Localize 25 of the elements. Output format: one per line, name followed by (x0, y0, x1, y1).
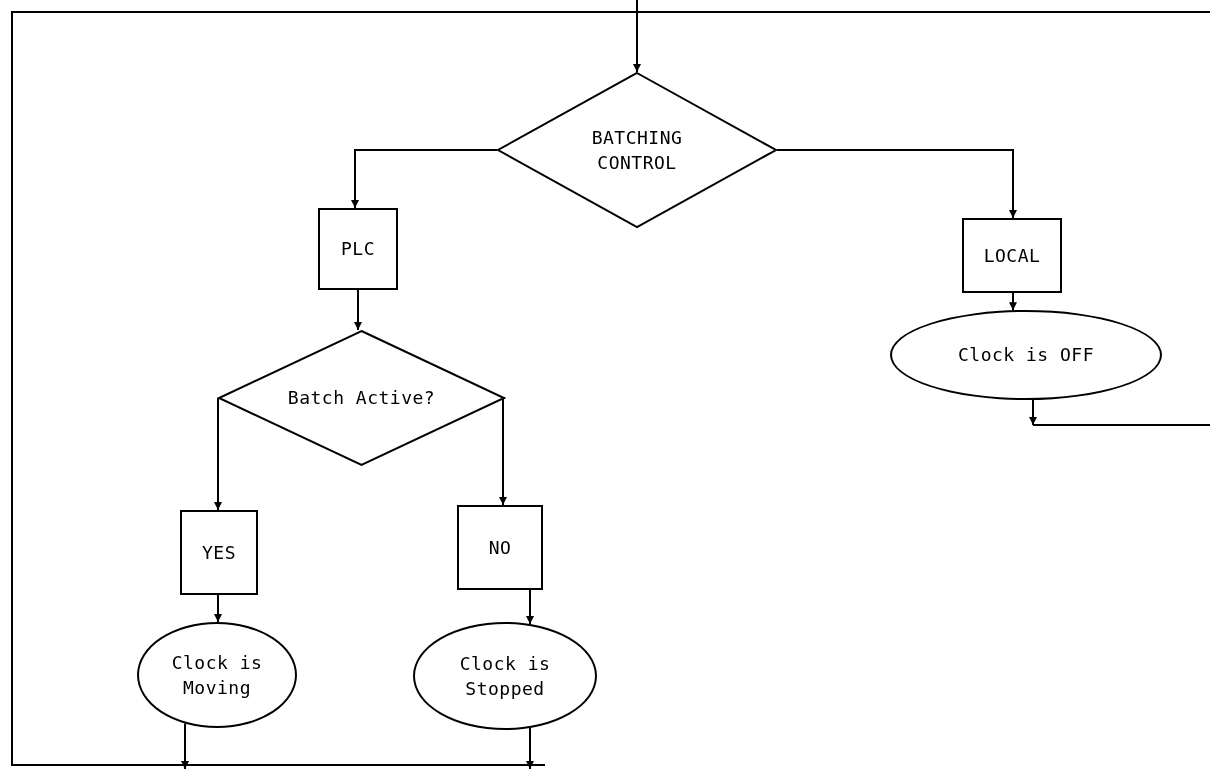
arrow (633, 0, 641, 73)
node-label: Clock is Moving (170, 650, 264, 700)
node-label: Batch Active? (287, 386, 436, 411)
decision-diamond (218, 330, 505, 466)
node-label: BATCHING CONTROL (590, 125, 684, 175)
arrow (214, 397, 222, 511)
process-box (318, 208, 398, 290)
arrow (351, 149, 498, 209)
node-label: Clock is OFF (957, 343, 1094, 368)
node-label: LOCAL (983, 243, 1041, 268)
arrow (354, 289, 362, 331)
node-label: Clock is Stopped (458, 651, 552, 701)
node-label: NO (488, 535, 512, 560)
arrow (499, 397, 507, 506)
node-label: PLC (341, 237, 375, 262)
decision-diamond (497, 72, 777, 228)
arrow (181, 722, 189, 769)
arrow (1029, 398, 1037, 426)
arrow (214, 594, 222, 623)
process-box (457, 505, 543, 590)
arrow (1009, 292, 1017, 312)
node-label: YES (202, 540, 236, 565)
process-box (180, 510, 258, 595)
arrow (776, 149, 1017, 219)
process-box (962, 218, 1062, 293)
